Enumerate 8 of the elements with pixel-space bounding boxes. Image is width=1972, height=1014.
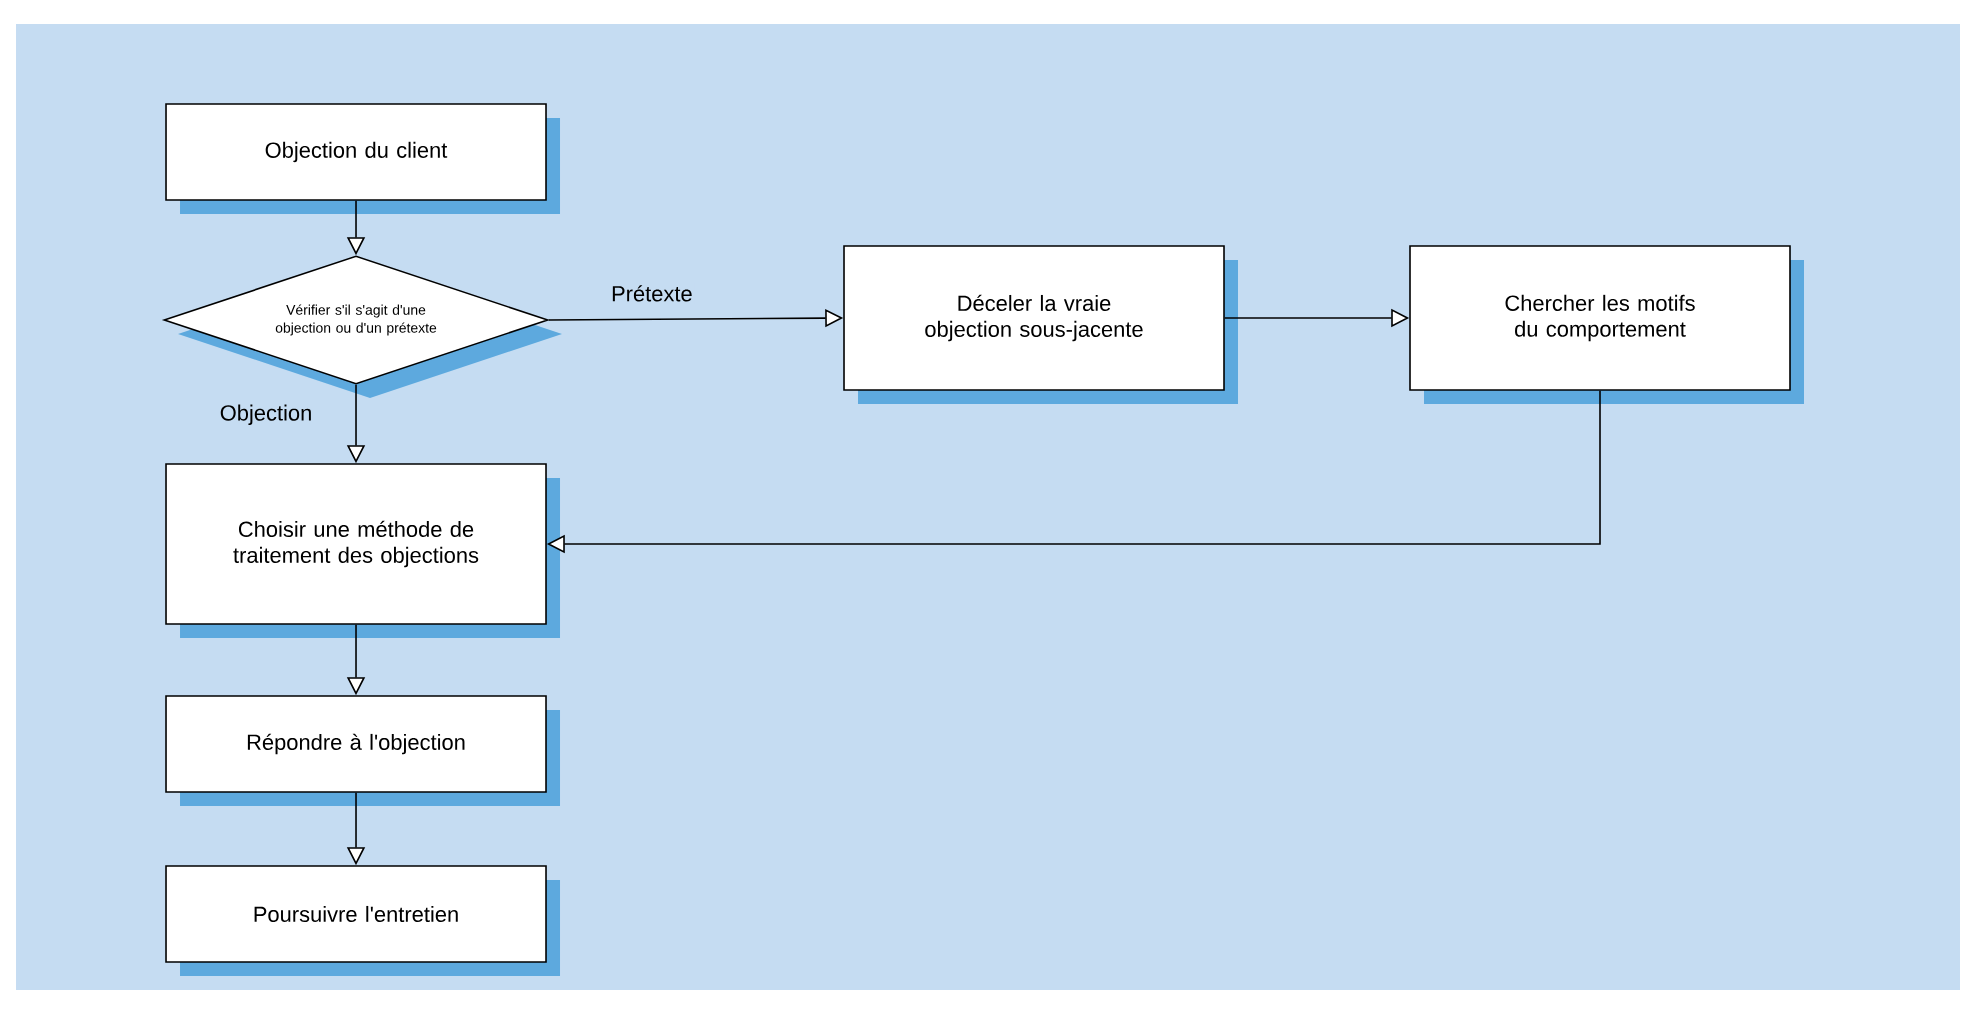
process-box: Choisir une méthode de traitement des objections bbox=[165, 463, 560, 638]
process-box: Poursuivre l'entretien bbox=[165, 865, 560, 976]
process-box: Déceler la vraie objection sous-jacente bbox=[843, 245, 1238, 404]
edge-label: Prétexte bbox=[609, 283, 695, 304]
process-box: Objection du client bbox=[165, 103, 560, 214]
process-box: Répondre à l'objection bbox=[165, 695, 560, 806]
process-box: Chercher les motifs du comportement bbox=[1409, 245, 1804, 404]
edge-label: Objection bbox=[217, 402, 315, 427]
